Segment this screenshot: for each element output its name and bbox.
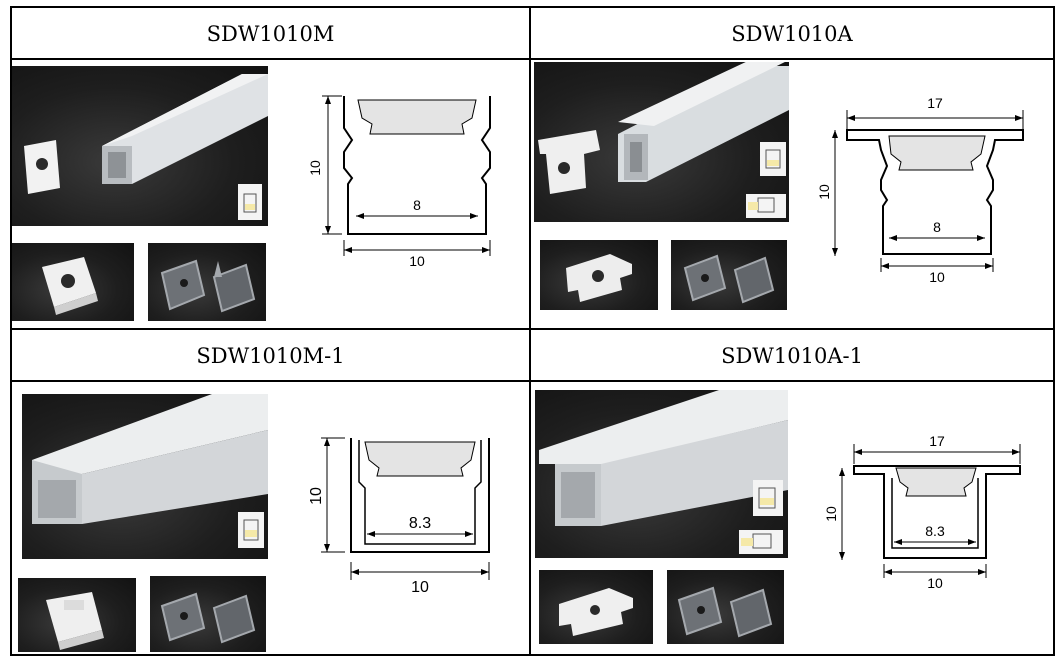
mounting-clip-photo	[150, 576, 266, 652]
model-title-sdw1010m: SDW1010M	[206, 22, 335, 46]
height-dimension-label: 10	[308, 487, 325, 505]
product-photo-profile	[22, 394, 268, 559]
product-photo-profile	[535, 390, 788, 558]
inner-width-label: 8.3	[409, 515, 431, 532]
technical-drawing-sdw1010m: 10 8 10	[300, 88, 500, 273]
height-dimension-label: 10	[816, 184, 832, 200]
row-divider	[10, 328, 1055, 330]
mounting-clip-photo	[667, 570, 784, 644]
product-photo-profile	[534, 62, 789, 222]
width-dimension-label: 10	[929, 269, 945, 285]
technical-drawing-sdw1010m-1: 10 8.3 10	[305, 430, 505, 605]
end-cap-photo	[12, 243, 134, 321]
width-dimension-label: 10	[411, 579, 429, 596]
model-title-sdw1010a: SDW1010A	[731, 22, 853, 46]
end-cap-photo	[539, 570, 653, 644]
flange-dimension-label: 17	[927, 95, 943, 111]
height-dimension-label: 10	[307, 160, 323, 176]
end-cap-photo	[540, 240, 658, 310]
model-title-sdw1010a-1: SDW1010A-1	[721, 344, 863, 368]
technical-drawing-sdw1010a: 17 10 8 10	[815, 90, 1035, 290]
width-dimension-label: 10	[409, 253, 425, 269]
inner-width-label: 8	[933, 219, 941, 235]
technical-drawing-sdw1010a-1: 17 10 8.3 10	[820, 430, 1040, 600]
flange-dimension-label: 17	[929, 433, 945, 449]
end-cap-photo	[18, 578, 136, 652]
inner-width-label: 8.3	[925, 523, 945, 539]
inner-width-label: 8	[413, 197, 421, 213]
product-table	[10, 6, 1055, 656]
row-divider	[10, 380, 1055, 382]
mounting-clip-photo	[671, 240, 787, 310]
height-dimension-label: 10	[823, 506, 839, 522]
model-title-sdw1010m-1: SDW1010M-1	[196, 344, 345, 368]
mounting-clip-photo	[148, 243, 266, 321]
product-photo-profile	[12, 66, 268, 226]
column-divider	[529, 6, 531, 656]
width-dimension-label: 10	[927, 575, 943, 591]
row-divider	[10, 58, 1055, 60]
